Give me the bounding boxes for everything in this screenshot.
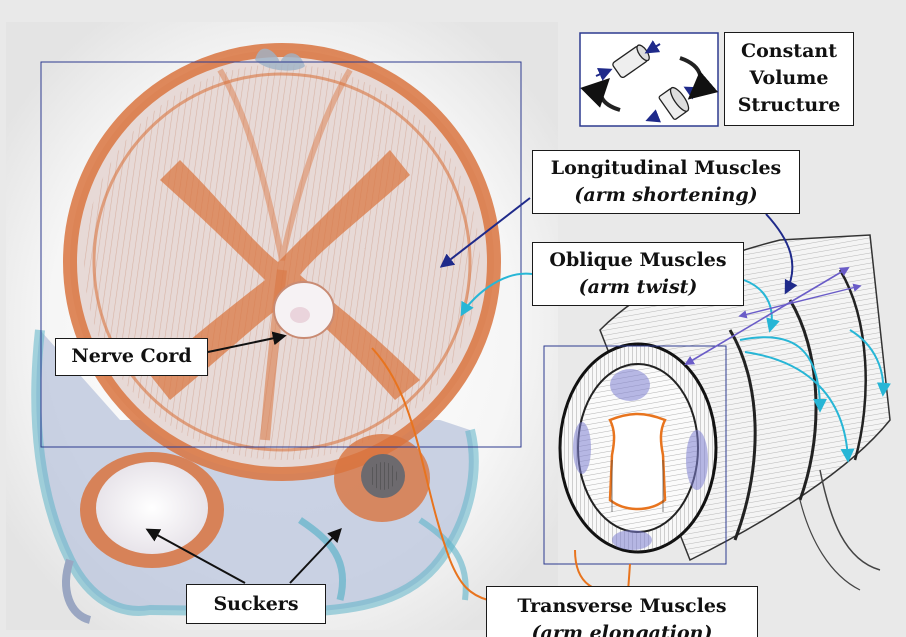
- longitudinal-muscles-label: Longitudinal Muscles (arm shortening): [532, 150, 800, 214]
- cross-section-photo: [6, 22, 558, 630]
- nerve-cord-label: Nerve Cord: [55, 338, 208, 376]
- longitudinal-muscles-name: Longitudinal Muscles: [533, 155, 799, 182]
- constant-volume-line-1: Constant: [725, 38, 853, 65]
- constant-volume-label: Constant Volume Structure: [724, 32, 854, 126]
- longitudinal-muscles-role: (arm shortening): [533, 182, 799, 209]
- transverse-muscles-name: Transverse Muscles: [487, 593, 757, 620]
- nerve-cord-text: Nerve Cord: [56, 339, 207, 373]
- transverse-muscles-role: (arm elongation): [487, 620, 757, 637]
- constant-volume-icon: [580, 33, 718, 126]
- oblique-muscles-role: (arm twist): [533, 274, 743, 301]
- suckers-label: Suckers: [186, 584, 326, 624]
- constant-volume-line-3: Structure: [725, 92, 853, 119]
- oblique-muscles-name: Oblique Muscles: [533, 247, 743, 274]
- oblique-muscles-label: Oblique Muscles (arm twist): [532, 242, 744, 306]
- suckers-text: Suckers: [187, 585, 325, 623]
- constant-volume-line-2: Volume: [725, 65, 853, 92]
- transverse-muscles-label: Transverse Muscles (arm elongation): [486, 586, 758, 637]
